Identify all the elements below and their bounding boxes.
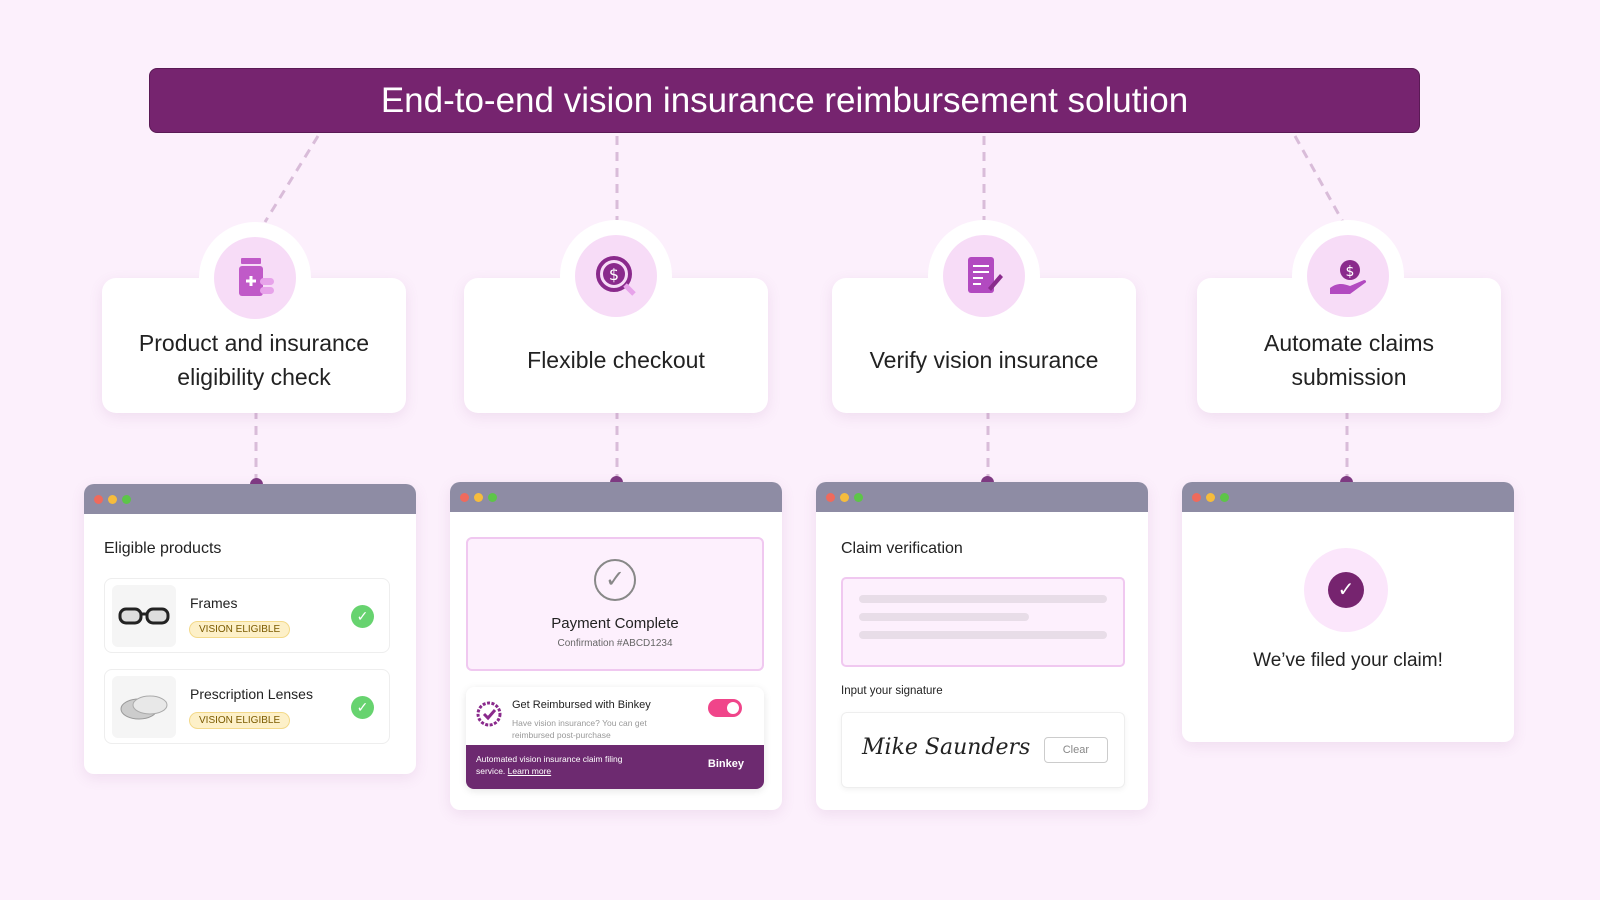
binkey-logo: Binkey bbox=[707, 758, 744, 770]
learn-more-link[interactable]: Learn more bbox=[507, 766, 552, 776]
binkey-offer: Get Reimbursed with Binkey Have vision i… bbox=[466, 687, 764, 789]
reimburse-toggle[interactable] bbox=[708, 699, 742, 717]
check-icon: ✓ bbox=[351, 605, 374, 628]
dollar-search-icon: $ bbox=[560, 220, 672, 332]
lenses-image bbox=[112, 676, 176, 738]
confirmation-number: Confirmation #ABCD1234 bbox=[557, 638, 673, 649]
window-titlebar bbox=[1182, 482, 1514, 512]
payment-status: Payment Complete bbox=[551, 615, 679, 632]
product-name: Frames bbox=[190, 595, 238, 611]
hand-dollar-icon: $ bbox=[1292, 220, 1404, 332]
banner-title: End-to-end vision insurance reimbursemen… bbox=[149, 68, 1420, 133]
signature-field[interactable]: Mike Saunders Clear bbox=[841, 712, 1125, 788]
step-title: Product and insurance eligibility check bbox=[138, 329, 370, 390]
glasses-image bbox=[112, 585, 176, 647]
verify-heading: Claim verification bbox=[841, 540, 963, 557]
step-title: Flexible checkout bbox=[527, 346, 705, 373]
step-title: Verify vision insurance bbox=[869, 346, 1099, 373]
checkout-window: ✓ Payment Complete Confirmation #ABCD123… bbox=[450, 482, 782, 810]
window-titlebar bbox=[450, 482, 782, 512]
svg-text:$: $ bbox=[609, 265, 619, 284]
offer-footer: Automated vision insurance claim filing … bbox=[466, 745, 764, 789]
svg-text:$: $ bbox=[1346, 264, 1355, 280]
payment-complete-panel: ✓ Payment Complete Confirmation #ABCD123… bbox=[466, 537, 764, 671]
offer-description: Have vision insurance? You can get reimb… bbox=[512, 718, 647, 740]
clear-button[interactable]: Clear bbox=[1043, 737, 1108, 763]
step-title: Automate claims submission bbox=[1263, 329, 1434, 390]
window-titlebar bbox=[816, 482, 1148, 512]
badge-check-icon bbox=[476, 701, 502, 727]
signature-label: Input your signature bbox=[841, 685, 943, 697]
product-name: Prescription Lenses bbox=[190, 686, 313, 702]
success-icon: ✓ bbox=[1304, 548, 1388, 632]
eligibility-badge: VISION ELIGIBLE bbox=[189, 712, 291, 729]
claim-filed-window: ✓ We’ve filed your claim! bbox=[1182, 482, 1514, 742]
claim-details-placeholder bbox=[841, 577, 1125, 667]
eligible-heading: Eligible products bbox=[104, 540, 222, 557]
eligibility-badge: VISION ELIGIBLE bbox=[189, 621, 291, 638]
footer-text: Automated vision insurance claim filing … bbox=[476, 754, 623, 776]
check-circle-icon: ✓ bbox=[594, 559, 636, 601]
claim-verification-window: Claim verification Input your signature … bbox=[816, 482, 1148, 810]
window-titlebar bbox=[84, 484, 416, 514]
check-icon: ✓ bbox=[351, 696, 374, 719]
signature-text: Mike Saunders bbox=[862, 735, 1031, 760]
document-pen-icon bbox=[928, 220, 1040, 332]
claim-filed-message: We’ve filed your claim! bbox=[1253, 650, 1443, 671]
medicine-bottle-icon bbox=[199, 222, 311, 334]
offer-title: Get Reimbursed with Binkey bbox=[512, 699, 651, 711]
